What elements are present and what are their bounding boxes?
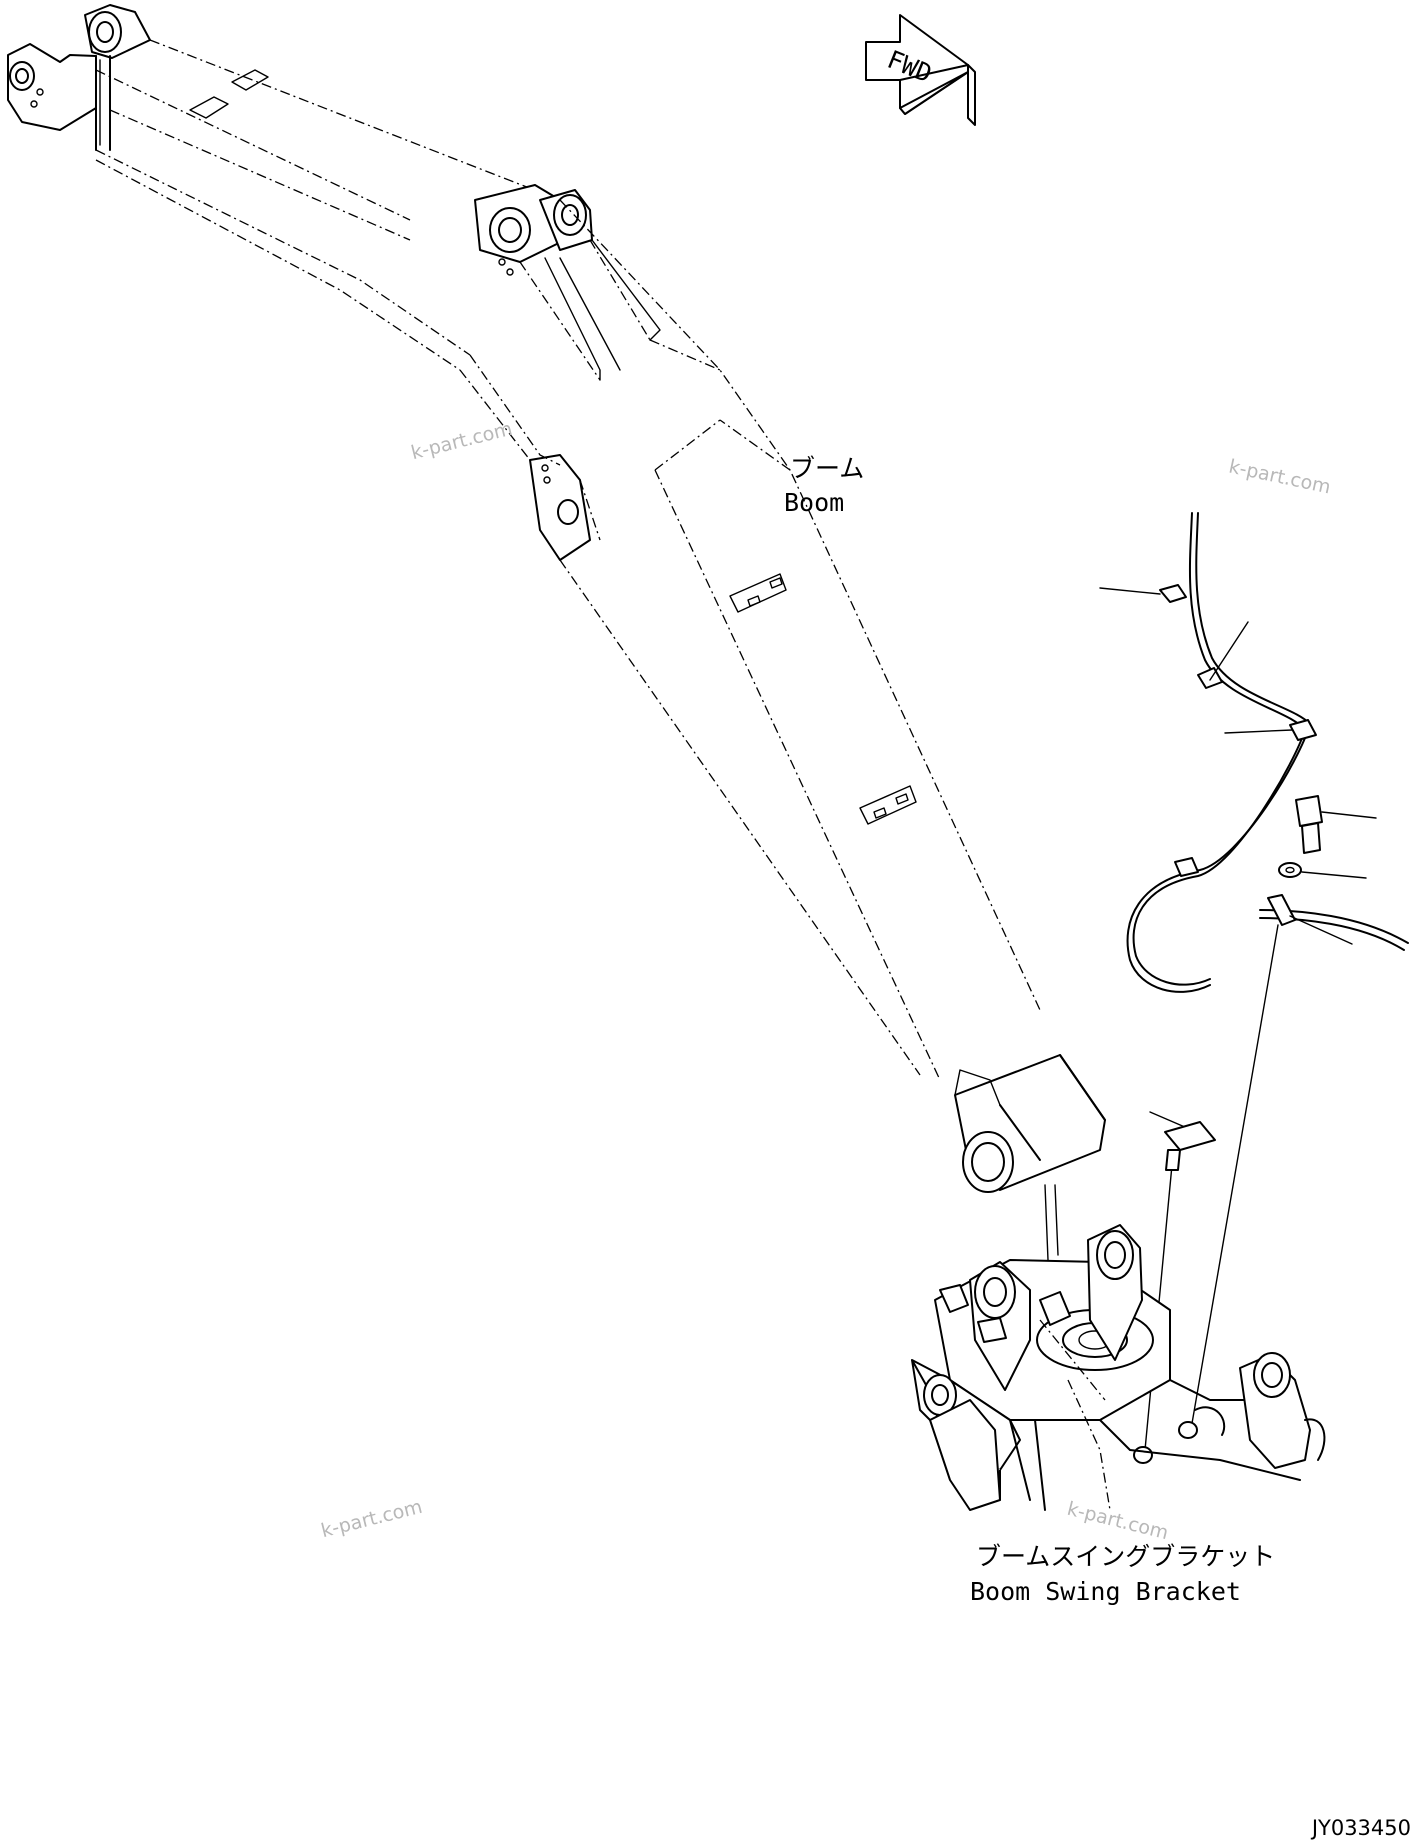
boom [7, 4, 1106, 1193]
boom-label-en: Boom [784, 488, 845, 517]
drawing-number: JY033450 [1311, 1816, 1411, 1840]
bracket-label-en: Boom Swing Bracket [970, 1577, 1241, 1606]
fwd-arrow-icon: FWD [865, 14, 976, 126]
bracket-label-jp: ブームスイングブラケット [976, 1542, 1276, 1571]
boom-label-jp: ブーム [790, 454, 865, 483]
boom-swing-bracket [911, 1184, 1326, 1511]
hose-clamp-assembly [1099, 512, 1409, 1464]
